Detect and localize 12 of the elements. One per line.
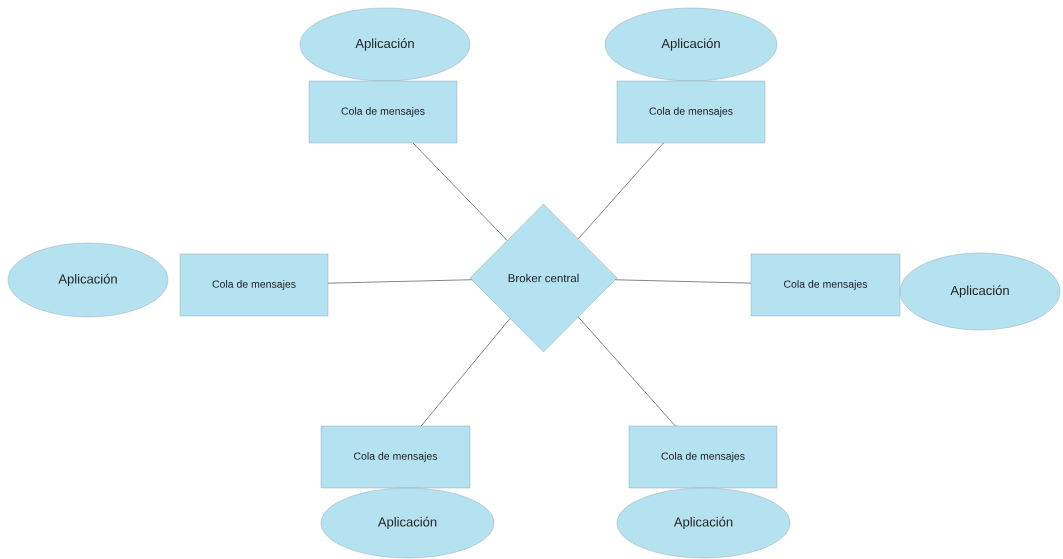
connector-line: [327, 279, 473, 284]
queue-box: Cola de mensajes: [308, 80, 458, 144]
queue-box: Cola de mensajes: [628, 425, 778, 489]
queue-box: Cola de mensajes: [750, 253, 901, 317]
connector-line: [577, 142, 664, 240]
connector-line: [420, 318, 511, 427]
connector-line: [577, 316, 676, 427]
connector-line: [614, 279, 752, 284]
connector-line: [412, 142, 508, 241]
queue-box: Cola de mensajes: [320, 425, 471, 489]
queue-box: Cola de mensajes: [179, 253, 329, 317]
queue-box: Cola de mensajes: [616, 80, 766, 144]
